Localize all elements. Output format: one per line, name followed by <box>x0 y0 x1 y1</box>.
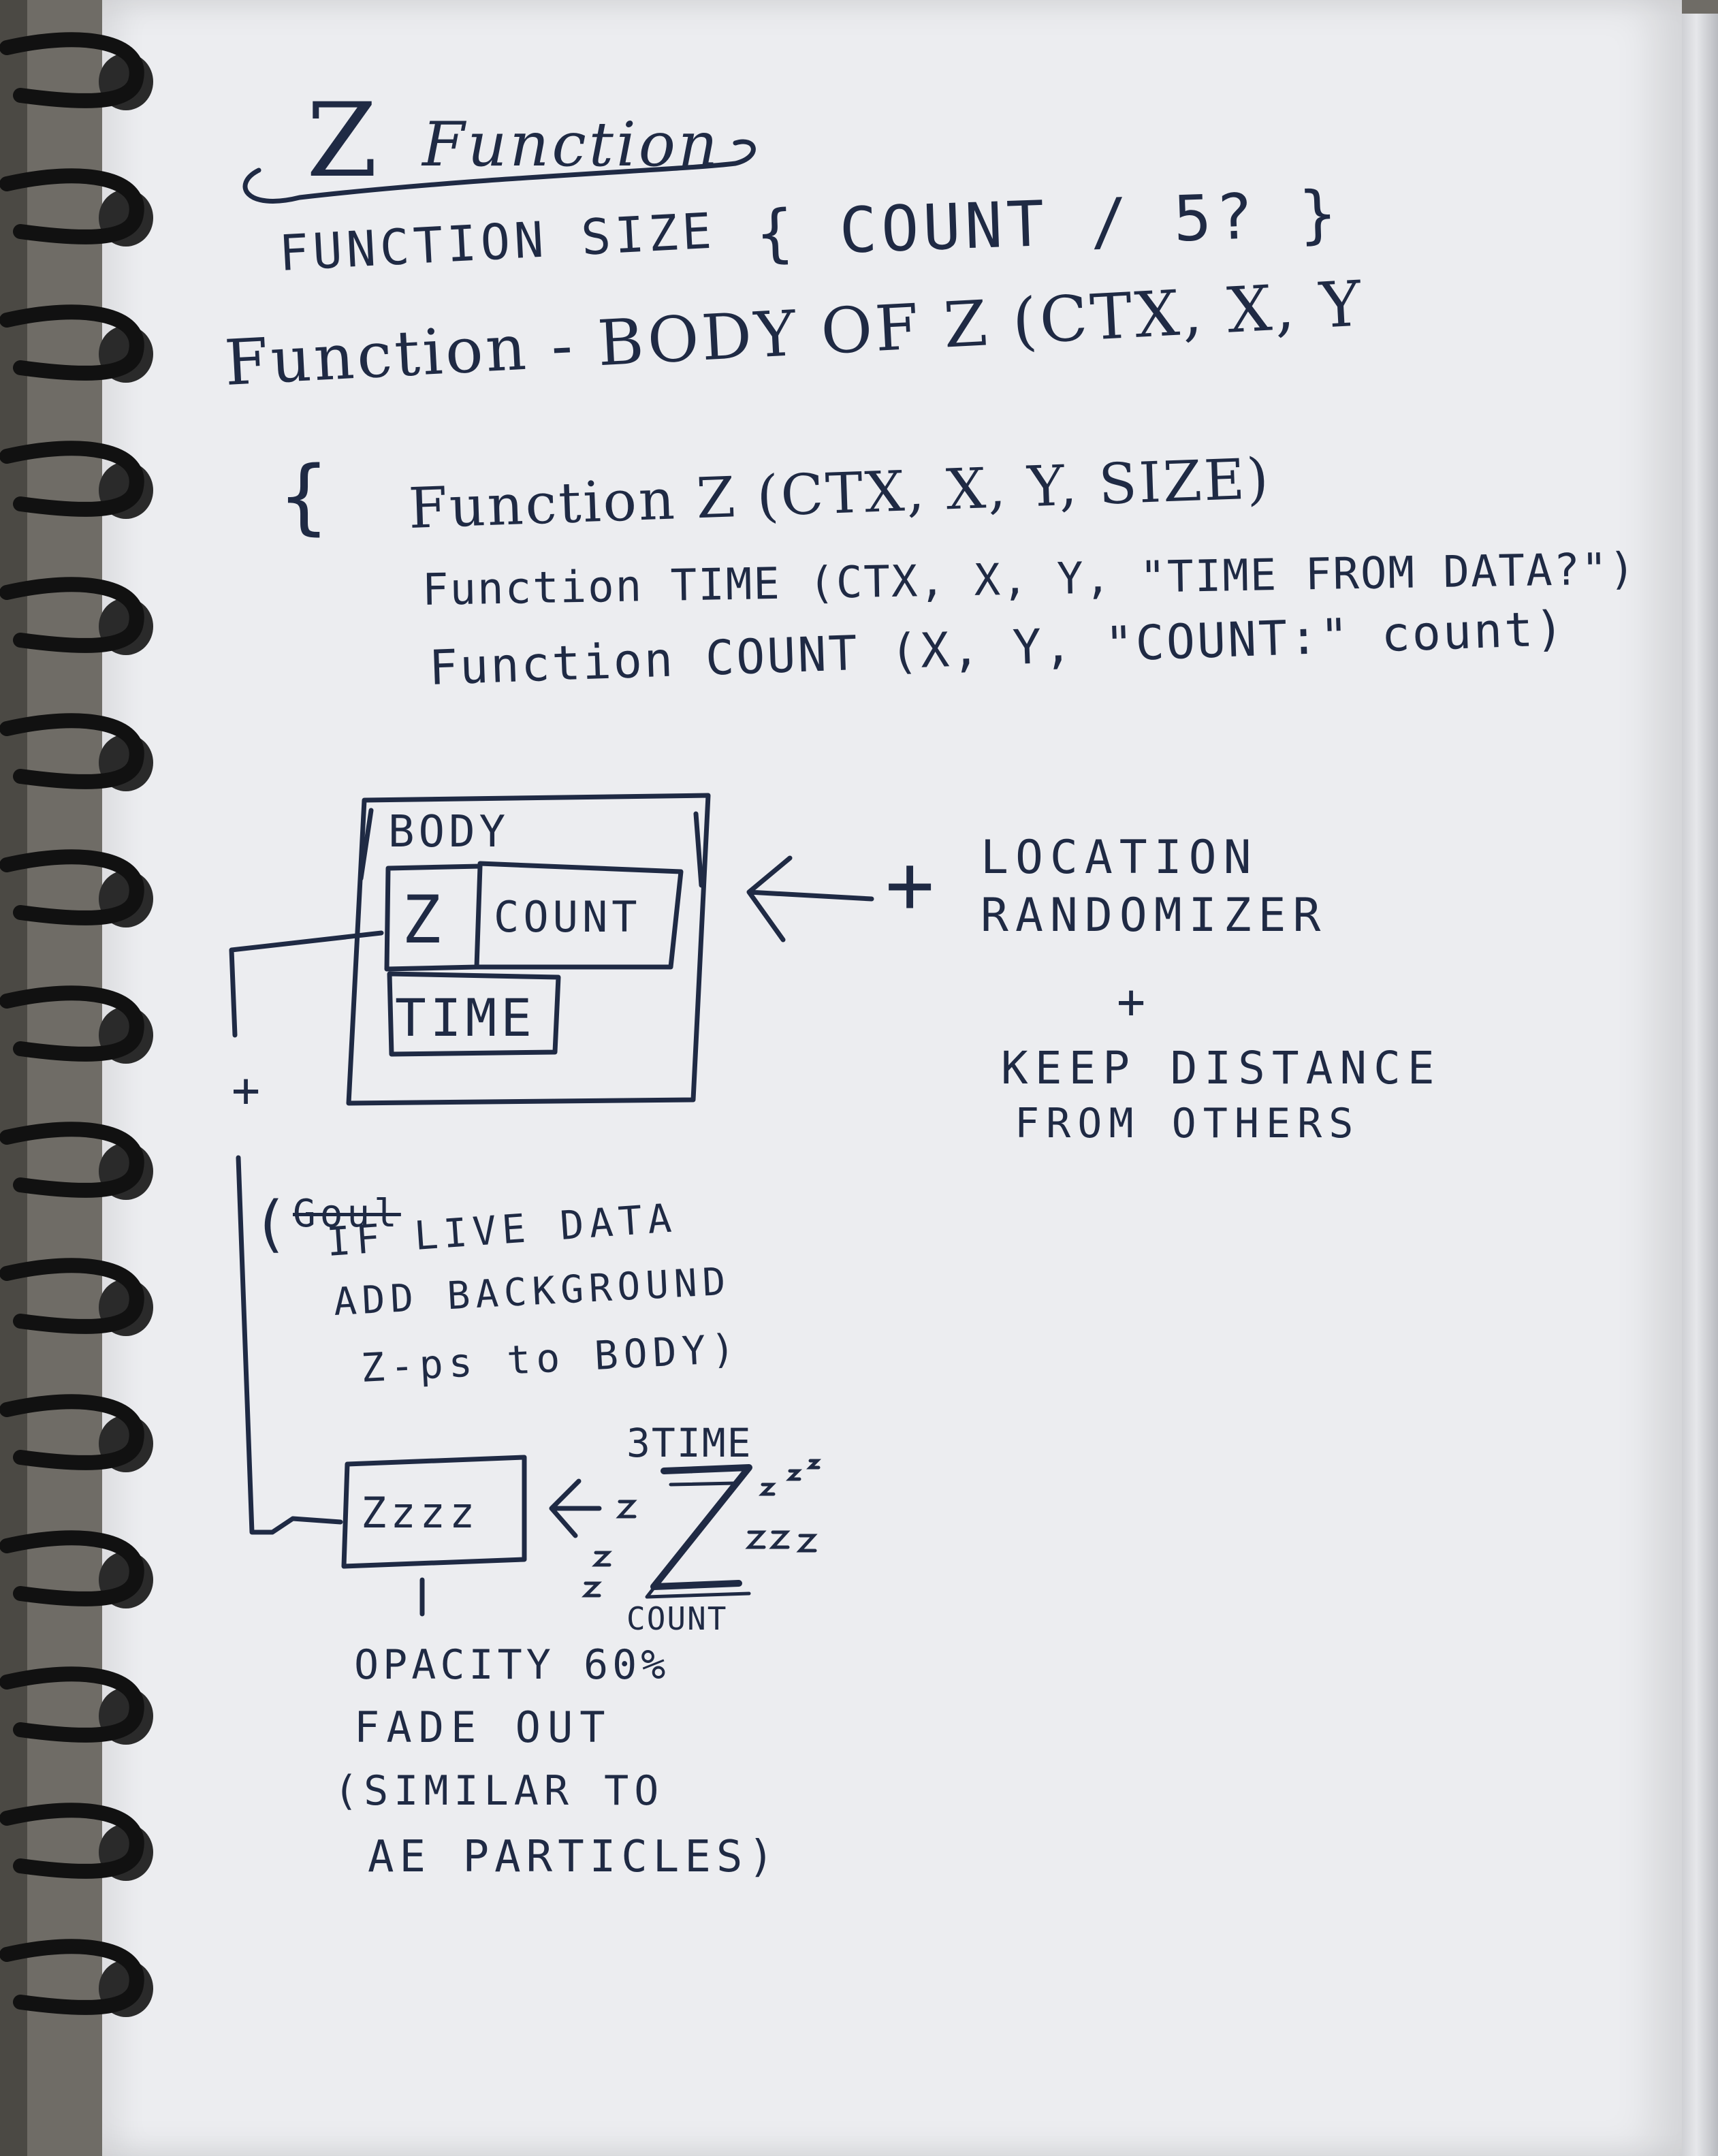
spiral-ring <box>0 304 144 381</box>
notebook-page <box>102 0 1682 2156</box>
zzz-arrow <box>549 1478 602 1538</box>
spiral-ring <box>0 1939 144 2015</box>
count-small-label: COUNT <box>626 1600 728 1637</box>
plus-between: + <box>1117 974 1150 1030</box>
spiral-ring <box>0 1258 144 1334</box>
z-label: Z <box>402 882 445 958</box>
location-line1: LOCATION <box>981 831 1258 885</box>
body-box <box>346 793 711 1106</box>
spiral-ring <box>0 849 144 925</box>
opacity-line4: AE PARTICLES) <box>368 1832 780 1882</box>
zzz-box <box>341 1455 527 1569</box>
spiral-ring <box>0 1122 144 1198</box>
title-function: Function <box>422 109 720 180</box>
opacity-line3: (SIMILAR TO <box>334 1767 665 1815</box>
spiral-ring <box>0 441 144 517</box>
opacity-line1: OPACITY 60% <box>354 1641 670 1689</box>
spiral-ring <box>0 1666 144 1743</box>
keep-line2: FROM OTHERS <box>1015 1100 1361 1147</box>
spiral-ring <box>0 713 144 789</box>
title-z: Z <box>306 82 378 200</box>
time-big-label: 3TIME <box>626 1420 752 1466</box>
zzz-box-label: Zzzz <box>361 1488 479 1538</box>
spiral-binding <box>0 0 153 2156</box>
spiral-ring <box>0 1394 144 1470</box>
location-arrow <box>746 855 874 942</box>
spiral-ring <box>0 1530 144 1606</box>
body-label: BODY <box>388 807 510 857</box>
time-box <box>387 971 561 1057</box>
spiral-ring <box>0 168 144 244</box>
opacity-line2: FADE OUT <box>354 1702 612 1752</box>
connector-line <box>229 930 384 1038</box>
count-box <box>474 861 684 970</box>
spiral-ring <box>0 1803 144 1879</box>
location-line2: RANDOMIZER <box>981 889 1328 942</box>
plus-arrow: + <box>885 838 939 932</box>
plus-left: + <box>232 1062 265 1118</box>
live-struck-word: Goul <box>293 1192 401 1236</box>
spiral-ring <box>0 577 144 653</box>
open-brace: { <box>279 449 333 544</box>
spiral-ring <box>0 32 144 108</box>
title-underline <box>242 139 756 204</box>
page-stack-edge <box>1682 14 1718 2156</box>
count-label: COUNT <box>494 892 641 942</box>
live-open-paren: ( <box>252 1188 293 1260</box>
spiral-ring <box>0 985 144 1062</box>
keep-line1: KEEP DISTANCE <box>1001 1042 1442 1094</box>
time-label: TIME <box>395 987 537 1048</box>
